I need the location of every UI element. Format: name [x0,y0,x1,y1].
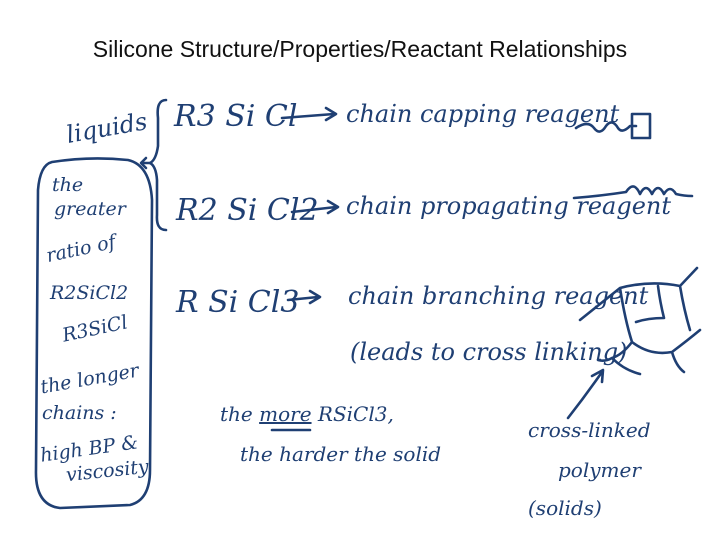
polymer-arrow-icon [568,370,603,418]
sidebar-ratio-line-2: greater [54,200,126,219]
polymer-label-line-3: (solids) [528,498,602,518]
bottom-note-emphasis: more [259,402,311,426]
reagent-row-2: chain propagating reagent [346,194,671,218]
cross-linking-note: (leads to cross linking) [350,340,627,364]
bottom-note-line-1: the more RSiCl3, [220,404,394,424]
bottom-note-line-2: the harder the solid [240,444,441,464]
formula-row-1: R3 Si Cl [174,102,297,132]
polymer-label-line-2: polymer [558,460,641,480]
sidebar-ratio-line-4: R2SiCl2 [50,284,128,303]
formula-row-2: R2 Si Cl2 [176,196,319,226]
sidebar-result-line-2: chains : [42,404,117,423]
reagent-row-1: chain capping reagent [346,102,619,126]
bottom-note-prefix: the [220,402,253,426]
reagent-row-3: chain branching reagent [348,284,648,308]
sidebar-ratio-line-1: the [52,176,83,195]
polymer-label-line-1: cross-linked [528,420,651,440]
brace-arrow-icon [141,158,150,168]
bottom-note-suffix: RSiCl3, [318,402,394,426]
formula-row-3: R Si Cl3 [176,288,299,318]
